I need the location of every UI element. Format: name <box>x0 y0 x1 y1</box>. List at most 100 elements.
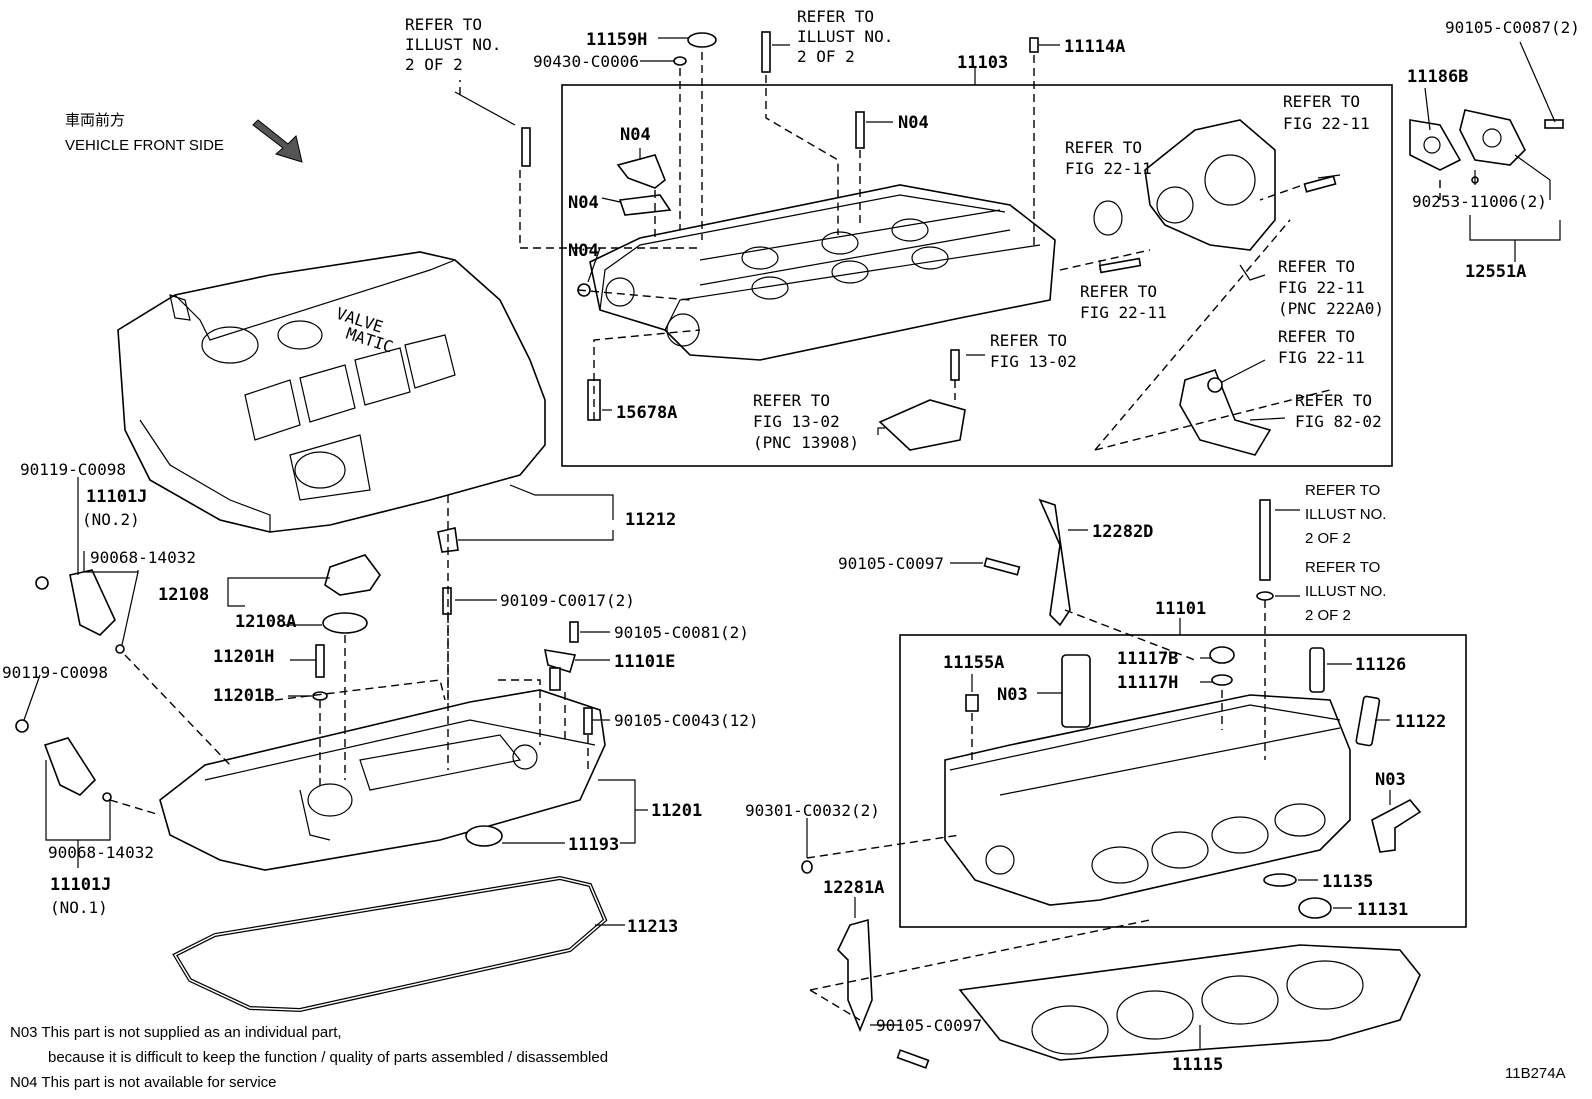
bolt-11201H <box>315 644 325 678</box>
label-12551A: 12551A <box>1465 262 1526 282</box>
svg-text:2 OF 2: 2 OF 2 <box>1305 607 1351 624</box>
note-n03-line1: N03 This part is not supplied as an indi… <box>10 1024 342 1041</box>
sensor-11101E <box>543 649 577 674</box>
washer-11201B <box>312 691 328 701</box>
vehicle-front-direction: 車両前方 VEHICLE FRONT SIDE <box>65 111 303 163</box>
svg-text:REFER TO: REFER TO <box>753 391 830 410</box>
note-n04: N04 This part is not available for servi… <box>10 1074 277 1091</box>
plug-90301 <box>801 860 813 874</box>
label-11213: 11213 <box>627 917 678 937</box>
svg-text:FIG 22-11: FIG 22-11 <box>1278 348 1365 367</box>
bracket-fig82-02 <box>1179 369 1272 456</box>
refer-illust-4: REFER TO ILLUST NO. 2 OF 2 <box>1305 559 1386 624</box>
bolt-90105-c0081 <box>569 621 579 643</box>
refer-fig22-11-d: REFER TO FIG 22-11 <box>1080 282 1167 322</box>
refer-illust-2: REFER TO ILLUST NO. 2 OF 2 <box>797 7 893 66</box>
camshaft-housing-group-box <box>561 84 1393 467</box>
label-12282D: 12282D <box>1092 522 1153 542</box>
pin-11114A <box>1029 37 1039 53</box>
head-bolt <box>1259 499 1271 581</box>
label-90430-c0006: 90430-C0006 <box>533 52 639 71</box>
pipe-n03 <box>1371 798 1422 853</box>
figure-id: 11B274A <box>1505 1065 1566 1082</box>
svg-text:2 OF 2: 2 OF 2 <box>797 47 855 66</box>
svg-text:REFER TO: REFER TO <box>1283 92 1360 111</box>
pipe-11122 <box>1355 695 1381 747</box>
plug-11159H <box>687 32 717 48</box>
svg-text:FIG 22-11: FIG 22-11 <box>1080 303 1167 322</box>
refer-fig13-02-a: REFER TO FIG 13-02 <box>990 331 1077 371</box>
label-15678A: 15678A <box>616 403 677 423</box>
svg-text:REFER TO: REFER TO <box>1278 327 1355 346</box>
label-90105-c0043: 90105-C0043(12) <box>614 711 759 730</box>
svg-text:REFER TO: REFER TO <box>405 15 482 34</box>
label-n03-pipe: N03 <box>1375 770 1406 790</box>
bolt-90109 <box>442 587 452 615</box>
label-11117H: 11117H <box>1117 673 1178 693</box>
refer-fig22-11-c: REFER TO FIG 22-11 (PNC 222A0) <box>1278 257 1384 318</box>
pipe-11126 <box>1309 647 1325 693</box>
bolt-90105-c0043 <box>583 707 593 735</box>
label-90109-c0017: 90109-C0017(2) <box>500 591 635 610</box>
refer-illust-3: REFER TO ILLUST NO. 2 OF 2 <box>1305 482 1386 547</box>
gasket-11117H <box>1211 674 1233 686</box>
label-11117B: 11117B <box>1117 649 1178 669</box>
plug-11117B <box>1209 646 1235 664</box>
head-gasket-11115 <box>958 944 1421 1061</box>
svg-text:REFER TO: REFER TO <box>990 331 1067 350</box>
label-11201H: 11201H <box>213 647 274 667</box>
label-11201B: 11201B <box>213 686 274 706</box>
engine-hanger-12282D <box>1038 498 1071 627</box>
o-ring-90068-b <box>102 792 112 802</box>
svg-text:FIG 82-02: FIG 82-02 <box>1295 412 1382 431</box>
label-11103: 11103 <box>957 53 1008 73</box>
svg-text:FIG 22-11: FIG 22-11 <box>1278 278 1365 297</box>
direction-label-cn: 車両前方 <box>65 111 125 129</box>
label-n04-cap: N04 <box>620 125 651 145</box>
svg-text:FIG 13-02: FIG 13-02 <box>753 412 840 431</box>
label-11201: 11201 <box>651 801 702 821</box>
cylinder-head-group-box <box>899 634 1467 928</box>
direction-label-en: VEHICLE FRONT SIDE <box>65 137 224 154</box>
svg-text:REFER TO: REFER TO <box>1065 138 1142 157</box>
vvt-actuator <box>1093 119 1276 251</box>
engine-cover-11212: VALVE MATIC <box>117 251 546 533</box>
label-11101J-no1: 11101J <box>50 875 111 895</box>
label-11131: 11131 <box>1357 900 1408 920</box>
gasket-11135 <box>1263 873 1297 887</box>
stud-fig22-11 <box>1098 257 1142 274</box>
label-11122: 11122 <box>1395 712 1446 732</box>
label-11155A: 11155A <box>943 653 1004 673</box>
label-12281A: 12281A <box>823 878 884 898</box>
o-ring-90068-a <box>115 644 125 654</box>
refer-fig13-02-b: REFER TO FIG 13-02 (PNC 13908) <box>753 391 859 452</box>
camshaft-housing-11103 <box>589 184 1056 361</box>
label-90105-c0087: 90105-C0087(2) <box>1445 18 1580 37</box>
refer-fig22-11-e: REFER TO FIG 22-11 <box>1278 327 1365 367</box>
label-n04-cap-lower: N04 <box>568 193 599 213</box>
gasket-12108A <box>322 612 368 634</box>
cam-bearing-cap-upper <box>616 154 666 189</box>
svg-text:REFER TO: REFER TO <box>1305 482 1380 499</box>
label-12108A: 12108A <box>235 612 296 632</box>
label-12108: 12108 <box>158 585 209 605</box>
sleeve-n03 <box>1061 654 1091 728</box>
label-90105-c0097-b: 90105-C0097 <box>876 1016 982 1035</box>
svg-text:ILLUST NO.: ILLUST NO. <box>797 27 893 46</box>
label-90105-c0081: 90105-C0081(2) <box>614 623 749 642</box>
label-11186B: 11186B <box>1407 67 1468 87</box>
label-n04-bolt: N04 <box>898 113 929 133</box>
label-90119-c0098-b: 90119-C0098 <box>2 663 108 682</box>
ocv-11101J-no1 <box>43 737 97 796</box>
svg-text:REFER TO: REFER TO <box>1080 282 1157 301</box>
bracket-13908 <box>878 399 966 451</box>
label-90119-c0098-a: 90119-C0098 <box>20 460 126 479</box>
label-11135: 11135 <box>1322 872 1373 892</box>
head-bolt-washer <box>1256 591 1274 601</box>
cylinder-head-11101 <box>944 694 1351 906</box>
label-11115: 11115 <box>1172 1055 1223 1075</box>
label-11101J-no2: 11101J <box>86 487 147 507</box>
bolt-fig22-11 <box>1303 175 1337 193</box>
refer-illust-1: REFER TO ILLUST NO. 2 OF 2 <box>405 15 501 74</box>
